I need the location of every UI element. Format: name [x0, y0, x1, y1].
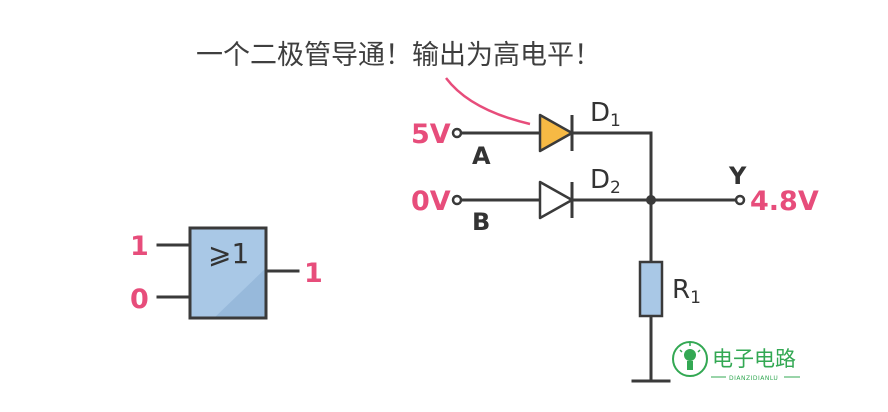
gate-input2-value: 0: [130, 284, 149, 315]
caption-pointer-arrow: [445, 77, 531, 126]
resistor-r1: [638, 260, 664, 318]
caption-text: 一个二极管导通！输出为高电平！: [196, 40, 601, 71]
resistor-r1-label: R1: [672, 275, 701, 308]
terminal-a: [451, 127, 463, 139]
terminal-b: [451, 194, 463, 206]
bulb-icon: [684, 349, 696, 361]
bulb-icon-ring: [672, 341, 708, 377]
input-b-label: B: [472, 208, 490, 236]
input-a-label: A: [472, 142, 491, 170]
or-gate-box: [188, 226, 268, 320]
diode-d2-label: D2: [590, 165, 621, 198]
terminal-y: [734, 194, 746, 206]
diode-d1: [538, 113, 574, 153]
input-a-voltage: 5V: [411, 119, 451, 150]
gate-symbol: ⩾1: [208, 237, 249, 270]
logo-pinyin: DIANZIDIANLU: [729, 375, 778, 382]
input-b-voltage: 0V: [411, 186, 451, 217]
junction-dot: [646, 195, 656, 205]
dianzidianlu-logo: 电子电路 DIANZIDIANLU: [672, 341, 800, 382]
diode-d2: [538, 180, 574, 220]
output-label: Y: [728, 162, 747, 190]
diode-d1-label: D1: [590, 98, 621, 131]
output-voltage: 4.8V: [750, 186, 819, 217]
logo-chinese: 电子电路: [712, 347, 796, 371]
gate-input1-value: 1: [130, 231, 149, 262]
gate-output-value: 1: [304, 258, 323, 289]
